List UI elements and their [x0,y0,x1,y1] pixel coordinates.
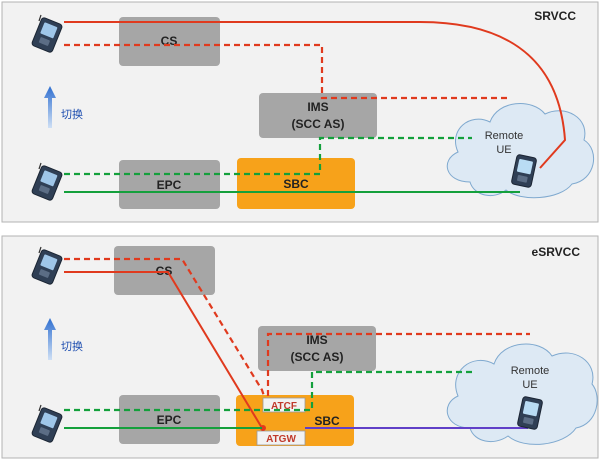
atgw-label: ATGW [266,434,296,445]
atgw-box [256,430,306,446]
ims-signaling-path-line [266,332,530,396]
lte-signaling-path-line [64,370,472,412]
remote-ue-cloud [446,103,594,199]
epc-box [119,395,220,444]
remote-ue-label-line2: UE [522,379,537,391]
sbc-label: SBC [283,177,309,191]
cs-signaling-path-line [64,43,508,100]
handover-arrow-icon [44,318,56,360]
epc-box [119,160,220,209]
cs-media-path-line [64,271,263,429]
remote-ue-label-line2: UE [496,144,511,156]
scc-as-label: (SCC AS) [291,350,344,364]
sbc-label: SBC [314,414,340,428]
esrvcc-panel: eSRVCC 切换 CS IMS (SCC AS) EPC SBC ATCF A… [1,235,599,459]
ims-box [259,93,377,138]
cs-signaling-path-line [64,257,266,397]
scc-as-label: (SCC AS) [292,117,345,131]
atgw-anchor-point [260,425,266,431]
esrvcc-title: eSRVCC [532,245,581,259]
epc-label: EPC [157,178,182,192]
epc-label: EPC [157,413,182,427]
switch-label: 切换 [61,107,83,121]
atcf-label: ATCF [271,401,297,412]
remote-ue-label: Remote [485,130,524,142]
ims-box [258,326,376,371]
ims-label: IMS [306,333,327,347]
atcf-box [262,397,306,413]
remote-ue-label: Remote [511,365,550,377]
cs-box [119,17,220,66]
handover-arrow-icon [44,86,56,128]
sbc-box [237,158,355,209]
switch-label: 切换 [61,339,83,353]
srvcc-title: SRVCC [534,9,576,23]
srvcc-panel: SRVCC 切换 CS IMS (SCC AS) EPC SBC Remote … [1,1,599,223]
ims-label: IMS [307,100,328,114]
ims-signaling-path-line [64,136,472,176]
remote-ue-cloud [446,343,598,445]
cs-call-path-line [64,21,567,169]
